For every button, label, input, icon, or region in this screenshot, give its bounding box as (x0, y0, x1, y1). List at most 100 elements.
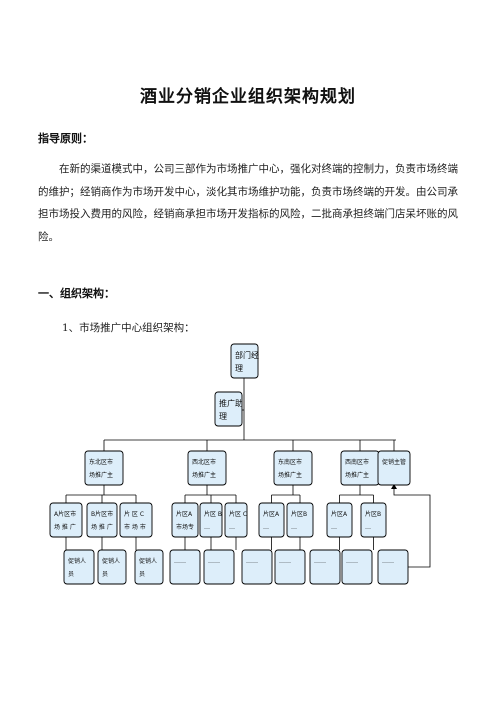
org-node-manager-label-2: 理 (235, 364, 243, 373)
org-node-b4-label-1: 片区B (365, 510, 381, 518)
org-node-d6-box (341, 549, 373, 585)
org-node-c1-label-1: 片 区 C (124, 510, 144, 518)
org-node-d1-box (169, 549, 201, 585)
org-node-p2-box (97, 549, 127, 585)
connector-promotion-loop (393, 487, 431, 568)
org-node-pr-label-1: 促销主管 (382, 458, 406, 466)
org-node-p1-box (63, 549, 95, 585)
org-node-b3-label-2: … (291, 524, 297, 531)
org-node-d5: …… (309, 549, 341, 585)
org-node-d6: …… (341, 549, 373, 585)
org-node-b2: 片区 B … (199, 502, 223, 538)
org-node-d3-label-1: …… (246, 558, 258, 565)
org-chart-connectors (65, 378, 431, 568)
org-node-a2-label-2: 市场专 (176, 523, 194, 531)
org-node-p1-label-1: 促销人 (68, 557, 86, 565)
org-node-b1-label-1: B片区市 (91, 510, 113, 518)
org-node-p1-label-2: 员 (68, 571, 74, 578)
org-node-p3-label-2: 员 (139, 571, 145, 578)
org-node-a4-box (326, 502, 353, 538)
org-node-c2-box (224, 502, 248, 538)
org-node-p2-label-1: 促销人 (102, 557, 120, 565)
principle-heading: 指导原则： (38, 132, 93, 145)
org-node-a4-label-1: 片区A (331, 510, 348, 518)
org-node-p3-label-1: 促销人 (139, 557, 157, 565)
org-node-pr: 促销主管 (377, 450, 411, 486)
org-node-d4-label-1: …… (279, 558, 291, 565)
org-node-manager-label-1: 部门经 (235, 350, 259, 360)
org-node-b2-label-2: … (204, 524, 210, 531)
org-node-ne-box (84, 450, 124, 486)
org-node-c2-label-2: … (229, 524, 235, 531)
org-node-d5-label-1: …… (314, 558, 326, 565)
arrow-up-icon (391, 484, 397, 489)
org-node-a2-box (171, 502, 199, 538)
org-node-manager-box (230, 343, 259, 379)
org-node-sw-label-1: 西南区市 (345, 458, 369, 466)
subsection-heading-marketing: 1、市场推广中心组织架构： (62, 322, 195, 334)
org-node-ne-label-1: 东北区市 (89, 458, 113, 466)
org-node-a3-label-2: … (263, 524, 269, 531)
org-node-a4-label-2: … (331, 524, 337, 531)
org-node-d2-label-1: …… (208, 558, 220, 565)
org-node-a3-label-1: 片区A (263, 510, 280, 518)
org-node-nw-label-2: 场推广主 (192, 471, 216, 479)
org-chart-nodes: 部门经理推广助理东北区市场推广主西北区市场推广主东南区市场推广主西南区市场推广主… (49, 343, 411, 585)
org-node-a2-label-1: 片区A (176, 510, 193, 518)
org-node-d3-box (241, 549, 273, 585)
org-node-a1-box (49, 502, 83, 538)
org-node-d7: …… (377, 549, 409, 585)
org-node-b4: 片区B … (360, 502, 387, 538)
org-node-sw-box (340, 450, 380, 486)
org-node-assistant-label-1: 推广助 (219, 398, 243, 408)
org-node-a4: 片区A … (326, 502, 353, 538)
org-node-d4-box (274, 549, 306, 585)
org-node-d7-box (377, 549, 409, 585)
org-node-se-box (273, 450, 313, 486)
org-node-a1-label-2: 场 推 广 (54, 523, 76, 531)
org-node-c1-box (119, 502, 153, 538)
org-node-b3: 片区B … (286, 502, 314, 538)
org-node-assistant-box (214, 391, 243, 427)
org-node-pr-box (377, 450, 411, 486)
principle-paragraph: 在新的渠道模式中，公司三部作为市场推广中心，强化对终端的控制力，负责市场终端的维… (38, 163, 458, 243)
org-node-a2: 片区A 市场专 (171, 502, 199, 538)
org-node-c1: 片 区 C市 场 市 (119, 502, 153, 538)
org-node-d3: …… (241, 549, 273, 585)
org-node-b2-label-1: 片区 B (204, 510, 222, 518)
org-node-d2-box (203, 549, 235, 585)
org-node-c2-label-1: 片区 C (229, 510, 247, 518)
org-node-nw-label-1: 西北区市 (192, 458, 216, 466)
org-node-assistant-label-2: 理 (219, 412, 227, 421)
org-node-d1: …… (169, 549, 201, 585)
org-node-b4-label-2: … (365, 524, 371, 531)
org-node-d5-box (309, 549, 341, 585)
org-node-nw-box (187, 450, 227, 486)
org-node-se-label-2: 场推广主 (278, 471, 302, 479)
org-node-d1-label-1: …… (174, 558, 186, 565)
org-node-d6-label-1: …… (346, 558, 358, 565)
org-node-sw-label-2: 场推广主 (345, 471, 369, 479)
org-node-c2: 片区 C … (224, 502, 248, 538)
section-heading-org: 一、组织架构： (38, 287, 115, 300)
org-node-b1-label-2: 场 推 广 (91, 523, 113, 531)
org-node-b1-box (86, 502, 118, 538)
org-node-d4: …… (274, 549, 306, 585)
org-node-b2-box (199, 502, 223, 538)
org-node-p3-box (134, 549, 164, 585)
org-node-d7-label-1: …… (382, 558, 394, 565)
page-title: 酒业分销企业组织架构规划 (140, 87, 356, 107)
org-node-b4-box (360, 502, 387, 538)
org-node-b3-label-1: 片区B (291, 510, 307, 518)
org-node-a3-box (258, 502, 285, 538)
